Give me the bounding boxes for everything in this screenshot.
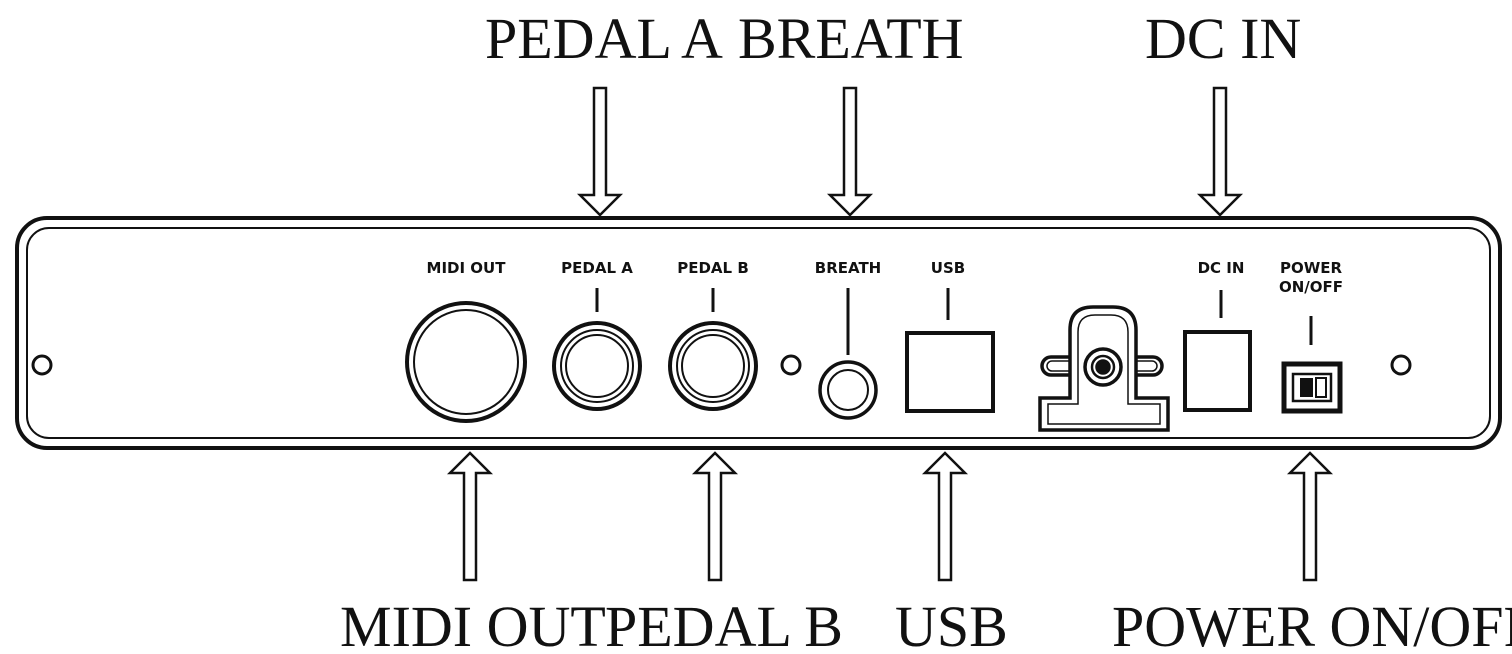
panel-label-dc-in: DC IN (1198, 259, 1245, 277)
breath-jack[interactable] (818, 360, 878, 420)
callout-usb: USB (895, 594, 1008, 654)
callout-dc-in: DC IN (1145, 6, 1301, 71)
panel-label-pedal-a: PEDAL A (561, 259, 633, 277)
mount-screw-middle (780, 354, 802, 376)
cable-clamp (1038, 305, 1170, 432)
midi-out-port[interactable] (405, 301, 527, 423)
arrow-down-pedal-a (576, 86, 624, 217)
panel-label-on-off: ON/OFF (1279, 278, 1343, 296)
panel-label-usb: USB (931, 259, 965, 277)
callout-power-on-off: POWER ON/OFF (1112, 594, 1512, 654)
arrow-up-usb (921, 451, 969, 582)
callout-midi-out: MIDI OUT (340, 594, 606, 654)
arrow-up-power-on-off (1286, 451, 1334, 582)
arrow-up-midi-out (446, 451, 494, 582)
arrow-up-pedal-b (691, 451, 739, 582)
pedal-a-jack[interactable] (552, 321, 642, 411)
power-switch[interactable] (1281, 361, 1343, 414)
panel-label-pedal-b: PEDAL B (677, 259, 749, 277)
callout-pedal-a: PEDAL A (485, 6, 723, 71)
callout-breath: BREATH (738, 6, 964, 71)
panel-label-power: POWER (1280, 259, 1343, 277)
panel-label-breath: BREATH (815, 259, 881, 277)
dc-in-jack[interactable] (1183, 330, 1252, 412)
arrow-down-dc-in (1196, 86, 1244, 217)
callout-pedal-b: PEDAL B (605, 594, 843, 654)
usb-port[interactable] (905, 331, 995, 413)
arrow-down-breath (826, 86, 874, 217)
mount-screw-right (1390, 354, 1412, 376)
panel-label-midi-out: MIDI OUT (427, 259, 507, 277)
pedal-b-jack[interactable] (668, 321, 758, 411)
rear-panel (15, 216, 1502, 450)
mount-screw-left (31, 354, 53, 376)
